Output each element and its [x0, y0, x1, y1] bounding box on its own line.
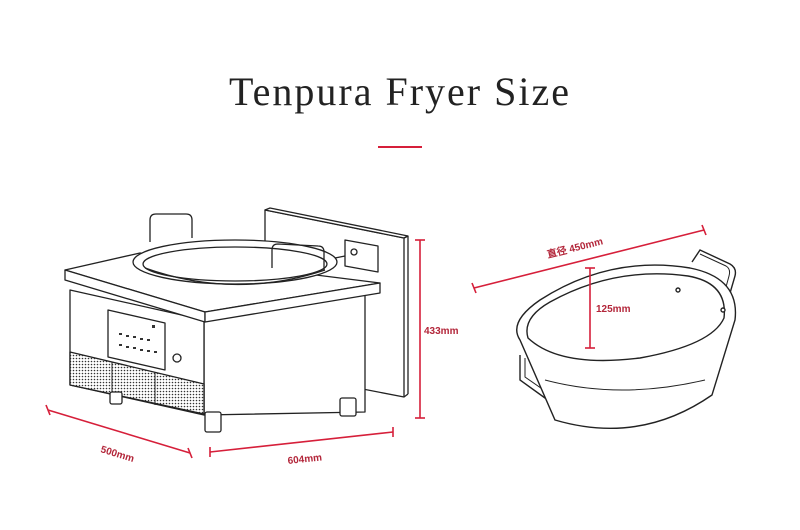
basket-handle-left — [149, 213, 193, 242]
depth-label: 500mm — [99, 444, 135, 465]
diameter-line — [473, 229, 705, 289]
control-buttons — [119, 325, 157, 353]
basket-handle-front — [271, 243, 325, 270]
pan-inner-rim — [526, 273, 726, 362]
dimension-lines — [45, 224, 707, 459]
pan-depth-label: 125mm — [596, 304, 631, 315]
height-label: 433mm — [424, 326, 459, 337]
width-label: 604mm — [287, 452, 323, 467]
vent-grille — [69, 351, 205, 415]
foot-front-right — [204, 411, 222, 433]
pan-handle-right — [691, 249, 737, 301]
foot-front-left — [109, 391, 123, 405]
depth-line — [47, 409, 191, 454]
fry-pan — [516, 249, 737, 429]
control-panel — [107, 309, 166, 371]
side-bracket — [344, 239, 379, 273]
title-underline — [378, 146, 422, 148]
foot-rear-right — [339, 397, 357, 417]
fryer-machine — [64, 207, 409, 433]
pan-body — [516, 264, 737, 429]
width-line — [209, 431, 394, 453]
countertop-side-edge — [204, 282, 381, 323]
page-title: Tenpura Fryer Size — [229, 69, 571, 114]
control-knob — [172, 353, 182, 363]
